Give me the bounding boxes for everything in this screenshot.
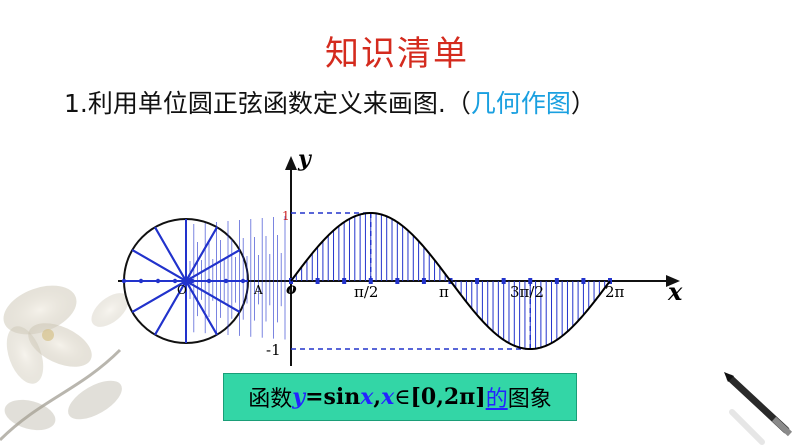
statement-line: 1.利用单位圆正弦函数定义来画图.（几何作图） [64, 84, 596, 120]
statement-text: 利用单位圆正弦函数定义来画图. [87, 89, 446, 118]
flower-decoration [0, 285, 129, 442]
circle-axis-point [121, 278, 127, 284]
circle-axis-point [223, 278, 229, 284]
y-axis-label: y [297, 146, 313, 172]
caption-part1: 函数 [248, 387, 293, 412]
caption-var-y: y [292, 384, 306, 410]
circle-axis-point [155, 278, 161, 284]
circle-point-label: A [253, 283, 263, 297]
circle-axis-point [189, 278, 195, 284]
caption-interval: [0,2π] [410, 384, 486, 410]
circle-axis-point [138, 278, 144, 284]
pen-decoration [724, 372, 793, 445]
caption-in: ∈ [394, 384, 411, 410]
y-axis-arrow [285, 156, 297, 170]
caption-var-x2: x [381, 384, 395, 410]
circle-axis-point [172, 278, 178, 284]
y-tick-top: 1 [282, 209, 290, 223]
caption-comma: , [373, 384, 382, 410]
circle-diameter [131, 249, 241, 313]
caption-tail: 图象 [507, 387, 552, 412]
statement-highlight: 几何作图 [470, 89, 571, 118]
circle-origin-label: O [177, 283, 187, 297]
slide-title: 知识清单 [325, 34, 469, 74]
origin-label: o [286, 279, 297, 298]
y-tick-bottom: -1 [266, 341, 281, 359]
x-axis-arrow [666, 275, 680, 287]
paren-close: ） [570, 89, 596, 118]
x-tick-2pi: 2π [605, 283, 625, 301]
x-tick-pi: π [439, 283, 449, 301]
caption-eq: =sin [305, 384, 361, 410]
caption-var-x: x [360, 384, 374, 410]
x-axis-label: x [667, 277, 683, 306]
sine-curve [290, 211, 611, 351]
paren-open: （ [445, 89, 471, 118]
statement-number: 1. [64, 89, 88, 118]
x-tick-pi-2: π/2 [354, 283, 378, 301]
caption-de: 的 [485, 387, 508, 412]
x-tick-3pi-2: 3π/2 [510, 283, 544, 301]
